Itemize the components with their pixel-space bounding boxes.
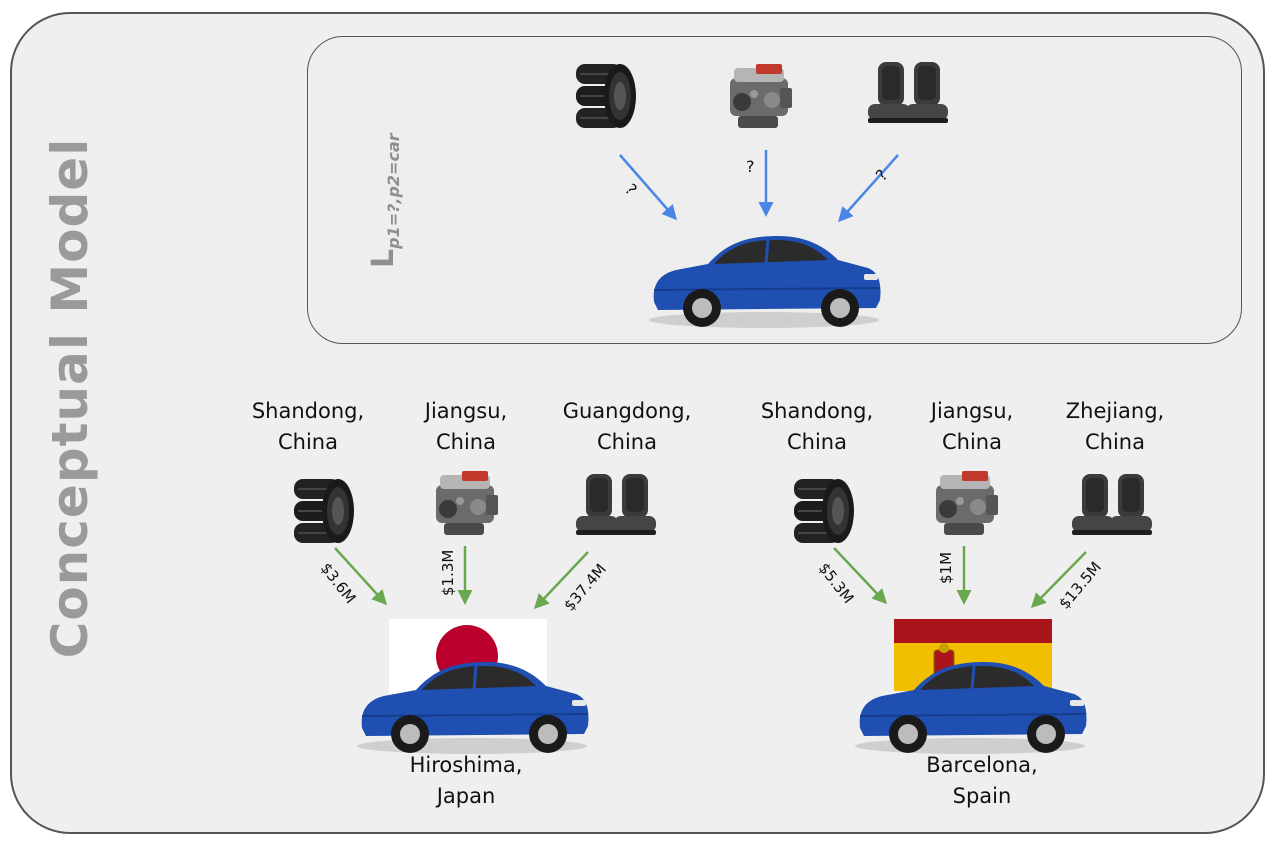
left-amount-3: $37.4M	[560, 560, 610, 614]
right-destination-label: Barcelona,Spain	[926, 753, 1038, 808]
seats-icon	[1072, 474, 1152, 535]
right-source-1-label: Shandong,China	[760, 399, 874, 454]
right-amount-3: $13.5M	[1055, 558, 1105, 612]
right-amount-2: $1M	[937, 552, 955, 584]
top-arrow-1	[619, 154, 677, 221]
right-source-3-label: Zhejiang,China	[1065, 399, 1165, 454]
right-arrow-3	[1030, 551, 1087, 609]
tires-icon	[575, 63, 637, 129]
left-source-2-label: Jiangsu,China	[424, 399, 508, 454]
formula-label: Lp1=?,p2=car	[366, 132, 403, 268]
seats-icon	[868, 62, 948, 123]
top-label-1: ?	[621, 180, 641, 199]
left-source-3-label: Guangdong,China	[562, 399, 692, 454]
left-destination-label: Hiroshima,Japan	[409, 753, 523, 808]
right-arrow-1	[833, 547, 888, 605]
left-arrow-1	[334, 547, 388, 606]
left-source-1-label: Shandong,China	[251, 399, 365, 454]
engine-icon	[436, 471, 498, 535]
tires-icon	[293, 478, 355, 544]
top-arrow-3	[838, 154, 899, 223]
engine-icon	[936, 471, 998, 535]
seats-icon	[576, 474, 656, 535]
tires-icon	[793, 478, 855, 544]
engine-icon	[730, 64, 792, 128]
left-amount-2: $1.3M	[439, 550, 457, 596]
car-icon	[647, 234, 882, 330]
right-source-2-label: Jiangsu,China	[930, 399, 1014, 454]
top-label-2: ?	[746, 157, 755, 176]
left-arrow-3	[533, 551, 589, 610]
